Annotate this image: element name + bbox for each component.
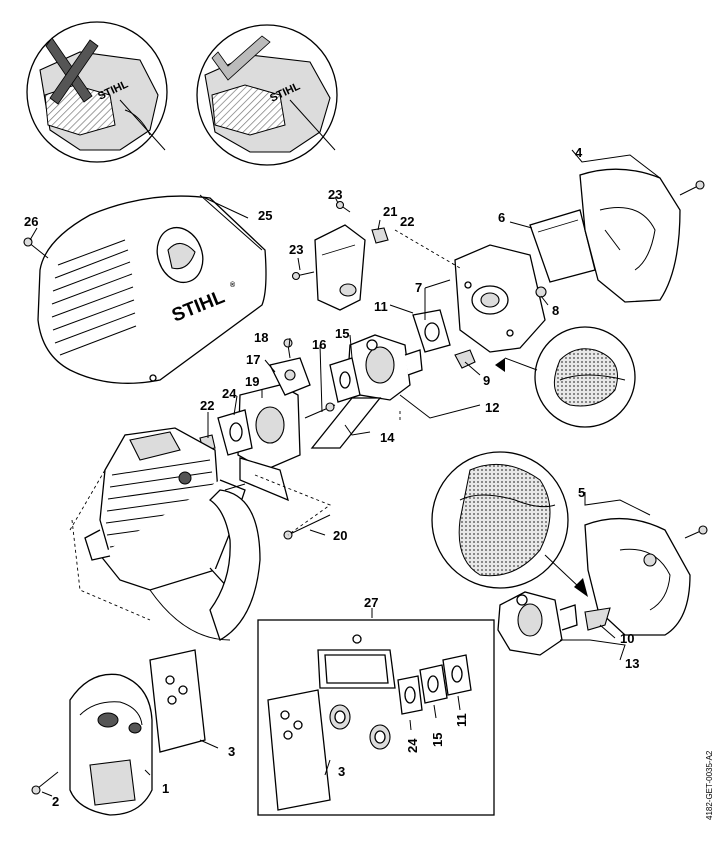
engine-cylinder [84,427,251,591]
callout-12: 12 [485,400,499,415]
filter-cover-5 [584,517,708,636]
callout-1: 1 [162,781,169,796]
callout-3a: 3 [228,744,235,759]
screw-2 [31,771,59,795]
kit-seal-ring-1 [329,704,351,730]
hose-14 [310,397,382,449]
air-filter-base [454,244,546,353]
gasket-11 [412,309,451,353]
kit-gasket-15 [419,664,448,704]
carburetor-12 [347,334,423,401]
cross-mark-icon [45,37,99,105]
callout-19: 19 [245,374,259,389]
document-id: 4182-GET-0035-A2 [705,750,714,820]
inset-correct-assembly: STIHL [196,24,338,166]
callout-20: 20 [333,528,347,543]
callout-23b: 23 [289,242,303,257]
cover-registered-mark: ® [230,281,236,289]
muffler-1 [69,673,153,816]
bolt-20 [283,514,331,540]
check-mark-icon [211,35,271,81]
engine-outline-dashed [71,519,151,621]
callout-18: 18 [254,330,268,345]
gasket-15 [329,357,361,403]
callout-23a: 23 [328,187,342,202]
callout-labels: 1 2 3 3 4 5 6 7 8 9 10 11 11 12 13 14 15… [24,145,639,809]
nut-8 [535,286,547,298]
intake-bracket [291,200,389,311]
intake-flange-19 [237,384,301,502]
callout-7: 7 [415,280,422,295]
callout-24b: 24 [405,738,420,753]
kit-gasket-11 [442,654,472,696]
bolt-16 [304,402,336,419]
choke-lever-10 [584,607,611,631]
callout-4: 4 [575,145,583,160]
callout-10: 10 [620,631,634,646]
engine-cover: STIHL ® [37,194,267,384]
callout-11a: 11 [374,299,388,314]
kit-gasket-3 [267,689,331,811]
callout-9: 9 [483,373,490,388]
callout-25: 25 [258,208,272,223]
callout-8: 8 [552,303,559,318]
choke-lever-9 [454,349,476,369]
bracket-17 [269,357,311,396]
callout-15b: 15 [430,733,445,747]
callout-26: 26 [24,214,38,229]
shroud-plate [149,483,261,641]
callout-22a: 22 [200,398,214,413]
gasket-3-main [149,649,206,753]
callout-24a: 24 [222,386,237,401]
kit-gasket-large [317,649,396,689]
callout-22b: 22 [400,214,414,229]
callout-6: 6 [498,210,505,225]
carburetor-13 [497,591,578,656]
screw-26 [23,237,49,259]
gasket-kit-27 [257,619,495,816]
callout-27: 27 [364,595,378,610]
callout-3b: 3 [338,764,345,779]
kit-gasket-24 [397,675,423,715]
inset-wrong-assembly: STIHL [26,21,168,163]
leader-lines [29,149,661,797]
callout-13: 13 [625,656,639,671]
callout-21: 21 [383,204,397,219]
choke-inset-lower [431,451,588,597]
callout-15a: 15 [335,326,349,341]
filter-cover-4 [579,168,705,303]
kit-seal-ring-2 [369,724,391,750]
gasket-24-top [217,409,253,456]
choke-inset-upper [495,326,636,428]
callout-14: 14 [380,430,395,445]
callout-5: 5 [578,485,585,500]
screw-18 [283,338,293,359]
callout-17: 17 [246,352,260,367]
cover-vent-slots [51,239,137,356]
callout-11b: 11 [454,713,469,727]
callout-16: 16 [312,337,326,352]
callout-2: 2 [52,794,59,809]
